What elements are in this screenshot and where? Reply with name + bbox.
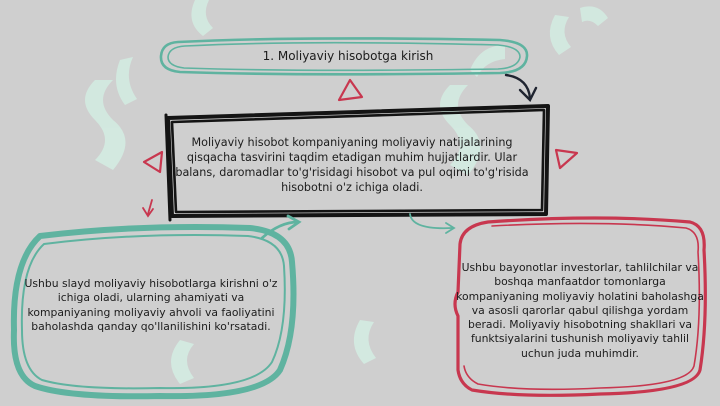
left-node (10, 224, 297, 400)
arrow-center-to-left-small (142, 199, 154, 218)
triangle-icon-left (142, 150, 164, 174)
arrow-title-to-center (504, 73, 538, 103)
right-node-text: Ushbu bayonotlar investorlar, tahlilchil… (456, 261, 704, 360)
title-node-text: 1. Moliyaviy hisobotga kirish (262, 49, 434, 63)
triangle-icon-top (337, 78, 364, 102)
title-node (159, 37, 529, 76)
arrow-left-to-center (260, 214, 302, 240)
arrow-center-to-right (409, 213, 456, 234)
triangle-icon-right (554, 148, 579, 170)
center-node (164, 104, 550, 222)
watermark-pattern (85, 0, 608, 384)
center-node-text: Moliyaviy hisobot kompaniyaning moliyavi… (175, 136, 529, 194)
right-node (453, 216, 707, 397)
left-node-text: Ushbu slayd moliyaviy hisobotlarga kiris… (24, 277, 278, 333)
